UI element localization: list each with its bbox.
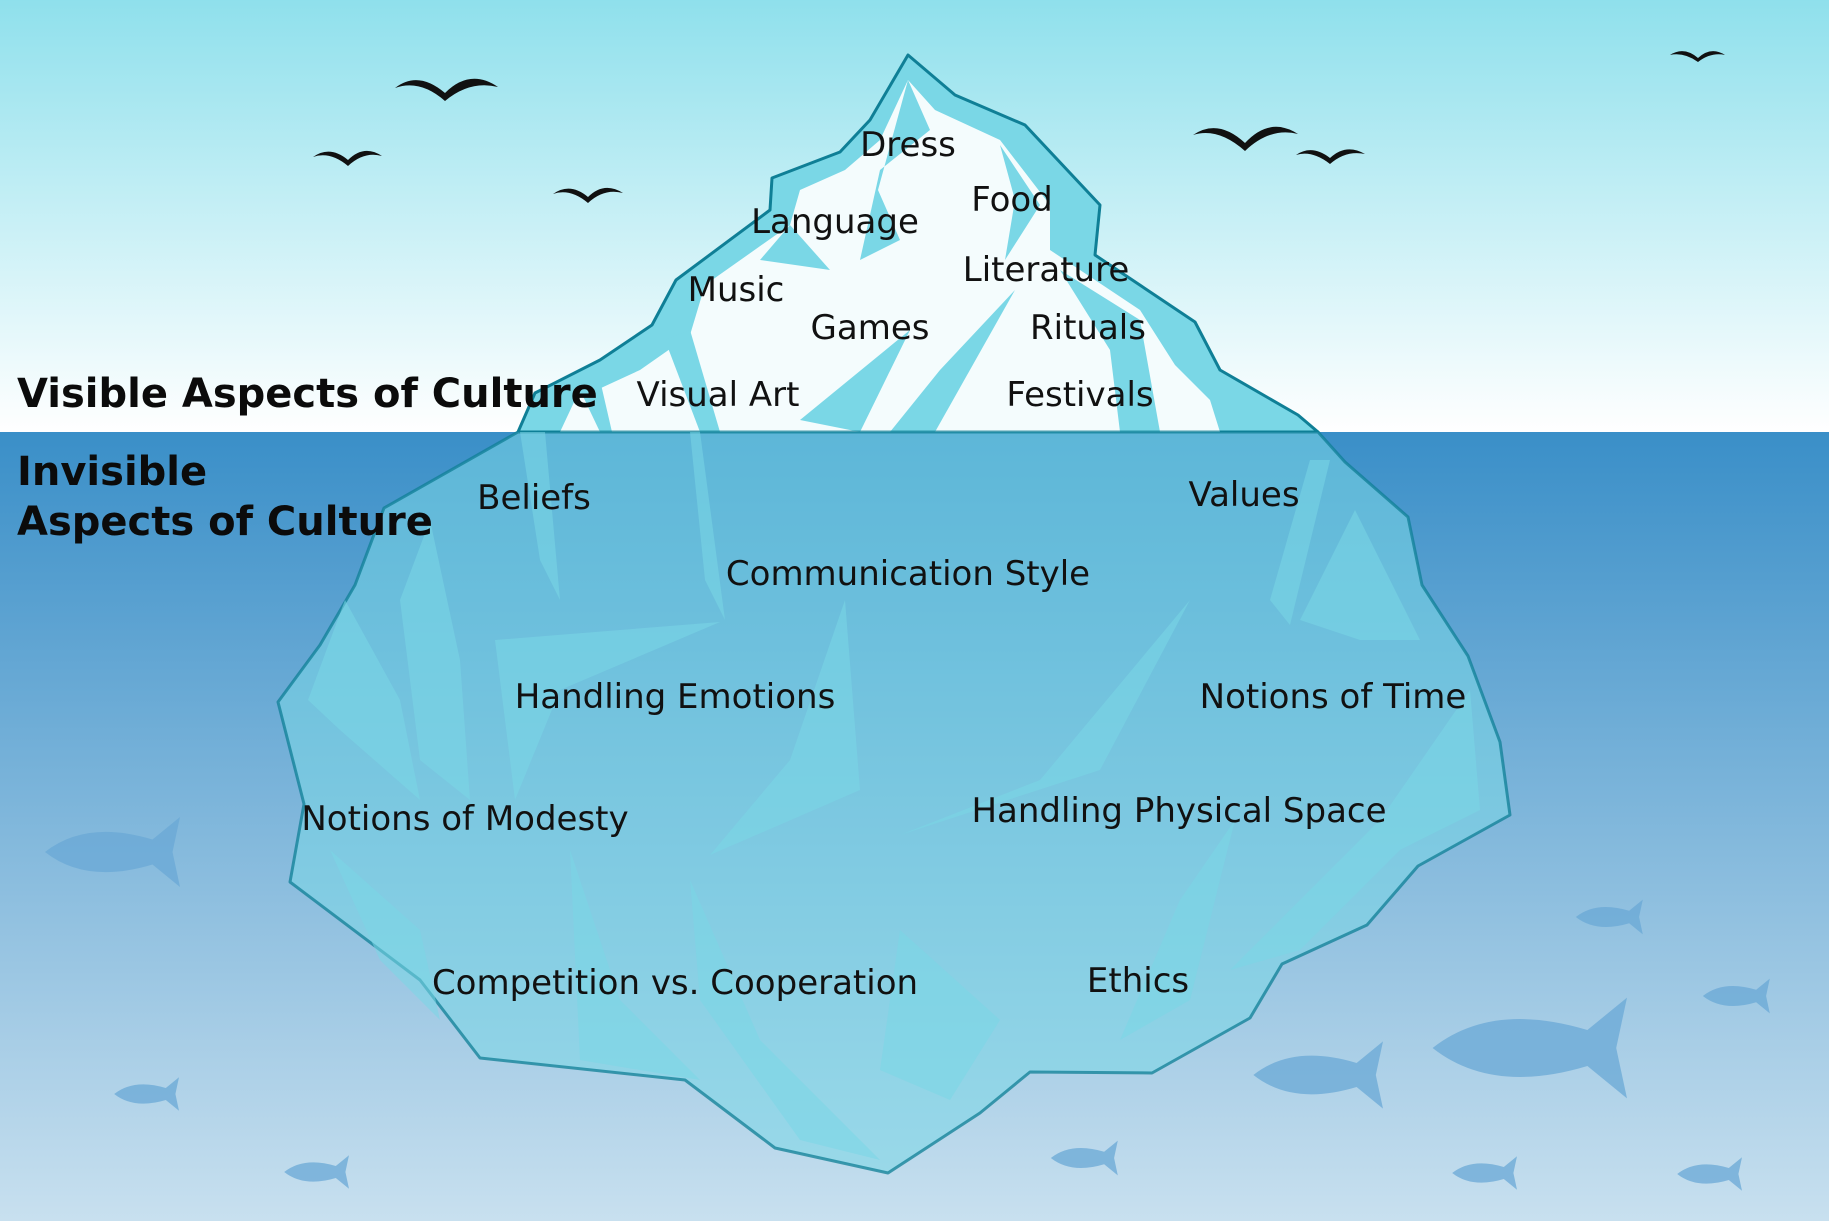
label-food: Food — [971, 180, 1053, 220]
label-notions-of-time: Notions of Time — [1199, 677, 1467, 717]
ice-facet — [710, 600, 860, 855]
ice-facet — [1300, 510, 1420, 640]
label-games: Games — [810, 308, 930, 348]
fish-icon — [1452, 1156, 1517, 1190]
ice-facet — [570, 850, 700, 1080]
label-festivals: Festivals — [1006, 375, 1154, 415]
ice-facet — [1270, 460, 1330, 625]
bird-icon — [395, 78, 498, 101]
fish-icon — [1432, 997, 1627, 1099]
bird-icon — [1193, 126, 1298, 151]
ice-facet — [860, 80, 930, 260]
invisible-heading-line1: Invisible — [17, 449, 208, 495]
iceberg-tip — [516, 53, 1320, 434]
fish-icon — [1575, 899, 1643, 935]
bird-icon — [553, 187, 623, 203]
fish-icon — [1050, 1140, 1118, 1176]
bird-icon — [313, 150, 382, 166]
label-music: Music — [687, 270, 785, 310]
fish-icon — [284, 1155, 349, 1189]
ice-facet — [890, 290, 1015, 432]
fish-icon — [1253, 1041, 1383, 1109]
ice-facet — [880, 930, 1000, 1100]
ice-facet — [580, 380, 612, 432]
iceberg-tip-inner — [560, 80, 1220, 432]
ice-facet — [800, 330, 910, 432]
visible-heading: Visible Aspects of Culture — [17, 371, 598, 417]
label-literature: Literature — [962, 250, 1130, 290]
ice-facet — [690, 880, 880, 1160]
label-notions-of-modesty: Notions of Modesty — [301, 799, 629, 839]
ice-facet — [1120, 820, 1235, 1040]
invisible-heading-line2: Aspects of Culture — [17, 499, 433, 545]
label-ethics: Ethics — [1086, 961, 1190, 1001]
birds — [313, 51, 1725, 203]
fish-icon — [1702, 978, 1770, 1014]
bird-icon — [1670, 51, 1725, 62]
label-language: Language — [751, 202, 919, 242]
bird-icon — [1296, 149, 1365, 164]
ice-facet — [495, 622, 720, 800]
ice-facet — [330, 850, 440, 1020]
ice-facet — [520, 432, 560, 600]
ice-facet — [1230, 690, 1480, 970]
label-communication-style: Communication Style — [725, 554, 1091, 594]
label-dress: Dress — [860, 125, 956, 165]
fish-icon — [1677, 1157, 1742, 1191]
fish-icon — [114, 1077, 179, 1111]
fish-school — [45, 817, 1770, 1191]
ice-facet — [1000, 145, 1040, 260]
label-handling-emotions: Handling Emotions — [514, 677, 836, 717]
label-rituals: Rituals — [1030, 308, 1146, 348]
label-competition-vs-cooperation: Competition vs. Cooperation — [431, 963, 919, 1003]
label-visual-art: Visual Art — [636, 375, 800, 415]
ice-facet — [1060, 270, 1160, 432]
ice-facet — [665, 330, 720, 432]
fish-icon — [45, 817, 180, 887]
label-beliefs: Beliefs — [477, 478, 591, 518]
iceberg-body — [276, 430, 1512, 1175]
label-values: Values — [1188, 475, 1300, 515]
ice-facet — [308, 600, 420, 800]
ice-facet — [690, 432, 725, 620]
ice-facet — [400, 520, 470, 800]
ice-facet — [760, 225, 830, 270]
label-handling-physical-space: Handling Physical Space — [971, 791, 1387, 831]
